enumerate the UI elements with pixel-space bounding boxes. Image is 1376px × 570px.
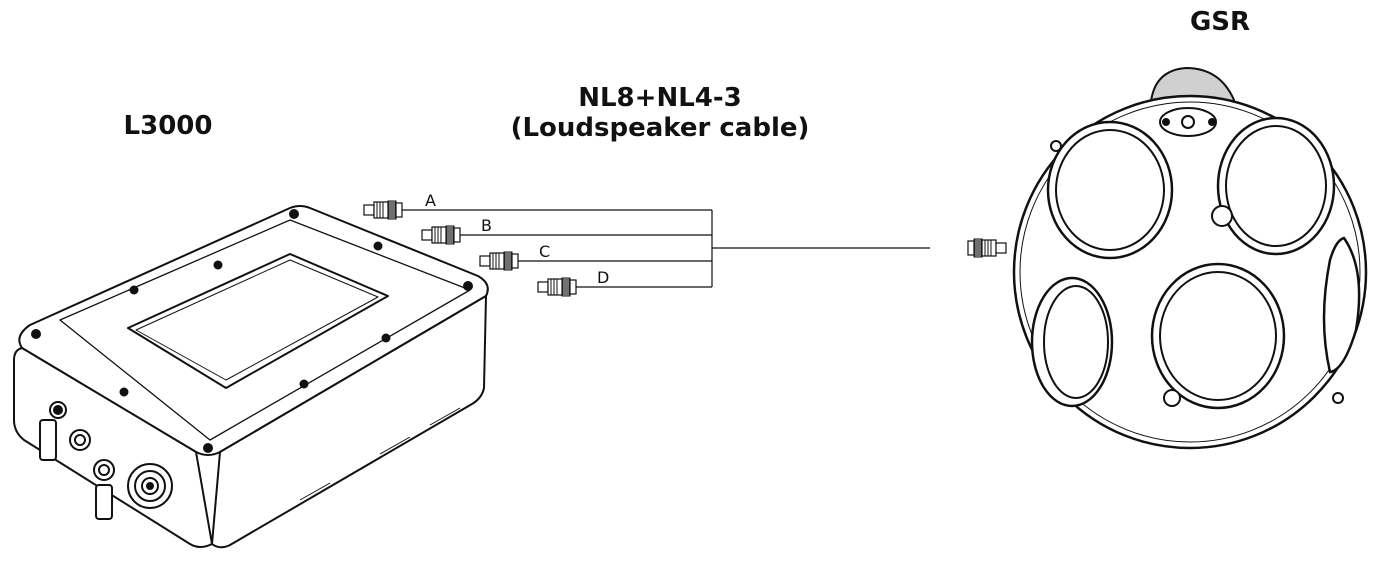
cable-label-line2: (Loudspeaker cable) [510,112,810,143]
speaker-label: GSR [1189,7,1251,37]
loudspeaker-cable [402,209,930,288]
connector-label-b: B [481,216,492,235]
connector-a-icon [363,200,403,220]
connector-b-icon [421,225,461,245]
amplifier-label: L3000 [123,111,213,141]
connector-c-icon [479,251,519,271]
speaker-connector-icon [967,238,1007,258]
connector-label-a: A [425,191,436,210]
cable-label-line1: NL8+NL4-3 [578,83,742,113]
connector-label-c: C [539,242,551,261]
cable-label: NL8+NL4-3 (Loudspeaker cable) [470,83,850,144]
connector-d-icon [537,277,577,297]
connector-label-d: D [597,268,610,287]
amplifier-device [13,205,489,549]
speaker-sphere [1012,66,1368,450]
